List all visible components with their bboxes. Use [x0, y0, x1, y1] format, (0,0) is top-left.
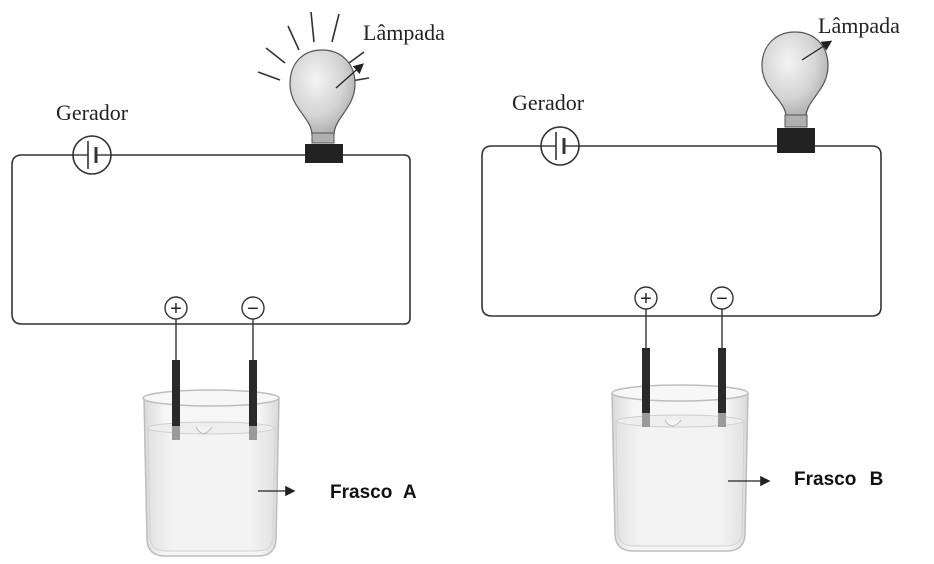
flask-label-word-a: Frasco — [330, 482, 392, 503]
generator-label-a: Gerador — [56, 100, 129, 125]
wire-loop-a — [11, 154, 411, 325]
negative-terminal-a: − — [241, 296, 265, 320]
generator-label-b: Gerador — [512, 90, 585, 115]
lamp-label-b: Lâmpada — [818, 13, 900, 38]
flask-label-a: Frasco A — [330, 482, 417, 503]
flask-a — [142, 389, 280, 557]
lamp-label-a: Lâmpada — [363, 20, 445, 45]
electrode-positive-b — [642, 348, 650, 413]
generator-b — [540, 126, 580, 166]
negative-terminal-b: − — [710, 286, 734, 310]
liquid-a — [147, 427, 276, 552]
negative-symbol-a: − — [247, 298, 259, 320]
liquid-b — [615, 420, 745, 547]
circuit-a: Gerador Lâmpada + − — [11, 11, 445, 557]
bulb-glass-icon — [289, 49, 356, 136]
flask-label-b: Frasco B — [794, 469, 883, 490]
bulb-socket — [305, 144, 343, 163]
positive-symbol-a: + — [170, 298, 182, 320]
wire-loop-b — [481, 145, 882, 317]
positive-terminal-a: + — [164, 296, 188, 320]
lamp-b — [761, 31, 833, 153]
electrode-positive-a — [172, 360, 180, 426]
lamp-a — [257, 11, 370, 163]
electrode-negative-b — [718, 348, 726, 413]
flask-label-letter-b: B — [870, 469, 884, 490]
circuit-b: Gerador Lâmpada + − — [481, 13, 900, 552]
flask-label-letter-a: A — [403, 482, 417, 503]
positive-terminal-b: + — [634, 286, 658, 310]
bulb-base — [784, 114, 808, 128]
bulb-socket — [777, 128, 815, 153]
flask-label-word-b: Frasco — [794, 469, 856, 490]
bulb-base — [311, 132, 335, 144]
negative-symbol-b: − — [716, 288, 728, 310]
bulb-glass-icon — [761, 31, 829, 118]
generator-a — [72, 135, 112, 175]
flask-b — [611, 384, 749, 552]
electrode-negative-a — [249, 360, 257, 426]
positive-symbol-b: + — [640, 288, 652, 310]
